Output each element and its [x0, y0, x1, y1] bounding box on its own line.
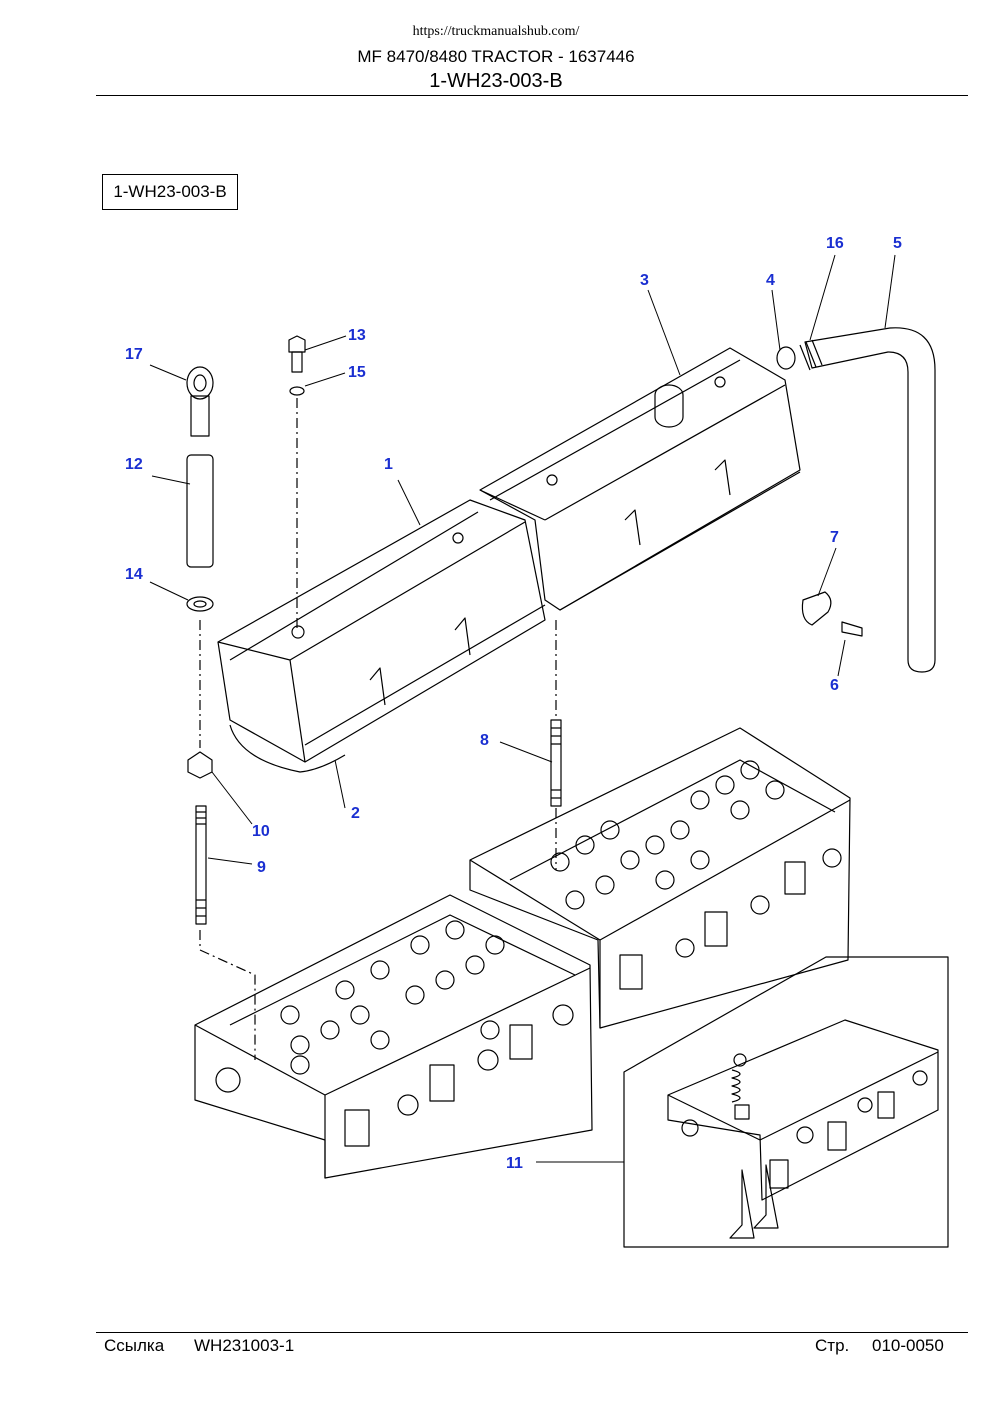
- footer-ref-value: WH231003-1: [194, 1336, 295, 1355]
- callout-12: 12: [125, 456, 143, 473]
- callout-14: 14: [125, 566, 143, 583]
- callout-15: 15: [348, 364, 366, 381]
- assembly-centerlines: [199, 398, 557, 1060]
- reference-box: 1-WH23-003-B: [102, 174, 238, 210]
- footer-page-label: Стр.: [815, 1336, 850, 1355]
- callout-4: 4: [766, 272, 775, 289]
- cylinder-head-front-drawing: [194, 894, 593, 1179]
- callout-1: 1: [384, 456, 393, 473]
- page-title: MF 8470/8480 TRACTOR - 1637446: [357, 47, 635, 66]
- diagram-id-heading: 1-WH23-003-B: [429, 70, 563, 92]
- callout-17: 17: [125, 346, 143, 363]
- footer-divider: [96, 1332, 968, 1333]
- long-stud-drawing: [550, 719, 562, 807]
- footer-page-value: 010-0050: [872, 1336, 944, 1355]
- callout-3: 3: [640, 272, 649, 289]
- hose-clamp-drawing: [801, 591, 863, 637]
- callout-5: 5: [893, 235, 902, 252]
- valve-inset-drawing: [623, 956, 949, 1248]
- rocker-cover-rear-drawing: [479, 347, 801, 611]
- footer-ref-label: Ссылка: [104, 1336, 165, 1355]
- callout-9: 9: [257, 859, 266, 876]
- callout-13: 13: [348, 327, 366, 344]
- callout-6: 6: [830, 677, 839, 694]
- rocker-cover-front-drawing: [217, 499, 546, 773]
- callout-11: 11: [506, 1155, 523, 1172]
- callout-8: 8: [480, 732, 489, 749]
- header-divider: [96, 95, 968, 96]
- callout-16: 16: [826, 235, 844, 252]
- oil-fill-parts-drawing: [186, 366, 214, 925]
- source-url[interactable]: https://truckmanualshub.com/: [412, 24, 580, 39]
- leader-lines: [149, 254, 896, 1163]
- cover-bolt-drawing: [288, 335, 306, 396]
- callout-10: 10: [252, 823, 270, 840]
- cylinder-head-rear-drawing: [469, 727, 851, 1029]
- callout-2: 2: [351, 805, 360, 822]
- callout-7: 7: [830, 529, 839, 546]
- breather-hose-drawing: [776, 327, 936, 673]
